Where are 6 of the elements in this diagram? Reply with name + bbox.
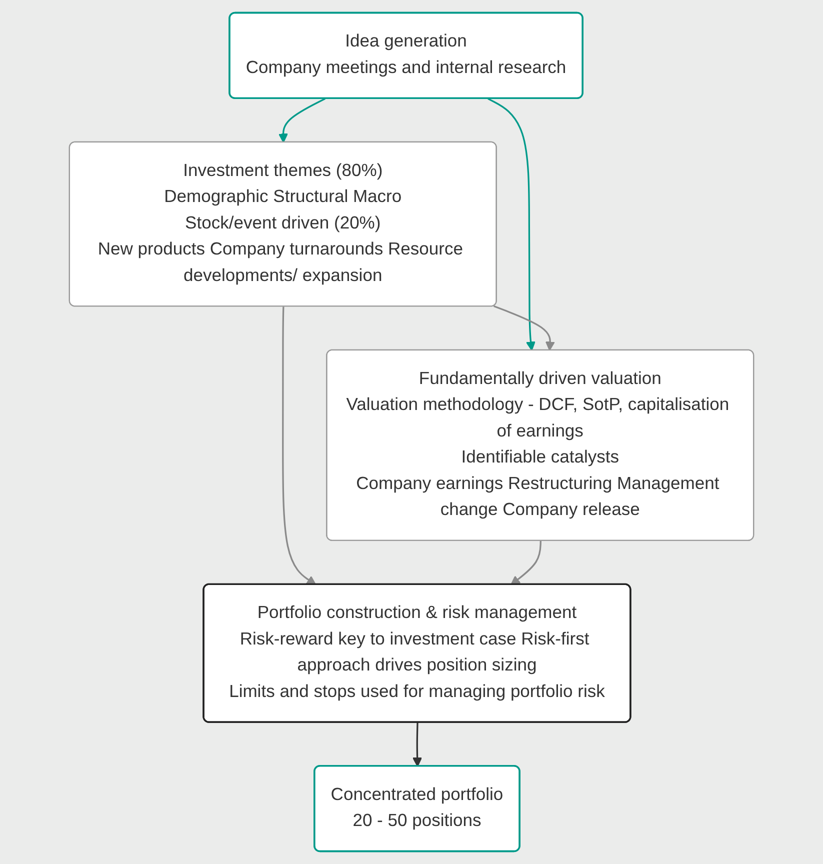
arrow [510, 540, 542, 586]
arrow [488, 98, 536, 351]
arrow [412, 722, 422, 767]
arrow [278, 98, 326, 143]
arrow [282, 306, 316, 586]
arrow [493, 305, 555, 351]
